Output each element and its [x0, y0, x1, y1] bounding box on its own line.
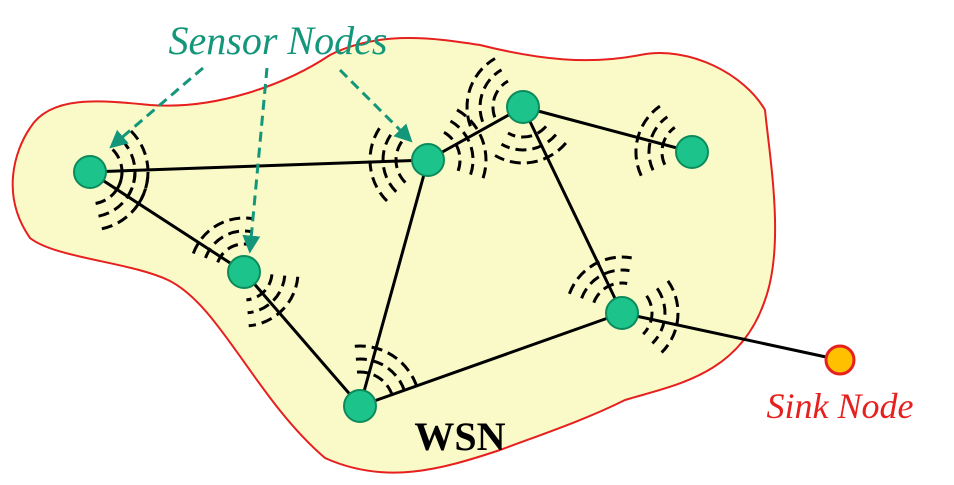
radio-wave-arc-10	[247, 275, 287, 315]
wsn-label: WSN	[414, 414, 505, 459]
link-n7-sink	[621, 311, 841, 362]
network-region	[11, 37, 777, 474]
radio-wave-arc-32	[660, 280, 680, 354]
radio-wave-arc-11	[248, 276, 300, 328]
radio-waves	[95, 57, 680, 398]
radio-wave-arc-7	[204, 229, 252, 259]
radio-wave-arc-22	[500, 133, 558, 152]
link-n4-n7	[521, 106, 624, 314]
link-n4-n5	[522, 105, 693, 154]
radio-wave-arc-19	[478, 68, 503, 123]
radio-wave-arc-13	[381, 133, 398, 193]
radio-wave-arc-29	[567, 255, 632, 295]
sensor-node-3	[227, 255, 261, 289]
network-links	[89, 105, 841, 408]
radio-wave-arc-18	[491, 79, 509, 118]
sensor-nodes-label: Sensor Nodes	[169, 18, 388, 63]
radio-wave-arc-34	[355, 357, 407, 395]
pointer-arrow-right	[338, 68, 413, 143]
radio-wave-arc-17	[456, 108, 488, 181]
radio-wave-arc-0	[111, 148, 124, 192]
radio-wave-arc-28	[580, 268, 630, 299]
link-n3-n6	[242, 271, 362, 407]
radio-wave-arc-14	[368, 125, 389, 203]
radio-wave-arc-8	[191, 216, 254, 255]
radio-wave-arc-15	[443, 131, 462, 172]
sensor-nodes	[73, 90, 709, 423]
radio-wave-arc-9	[246, 274, 274, 302]
radio-wave-arc-4	[97, 171, 137, 218]
link-n2-n4	[427, 105, 524, 162]
sensor-node-2	[411, 143, 445, 177]
radio-wave-arc-35	[354, 344, 420, 391]
sensor-node-6	[343, 389, 377, 423]
pointer-arrow-middle	[242, 67, 269, 254]
radio-wave-arc-25	[647, 115, 669, 171]
radio-wave-arc-30	[642, 294, 654, 336]
link-n6-n7	[359, 311, 623, 408]
link-n2-n6	[358, 159, 430, 407]
radio-wave-arc-16	[449, 119, 475, 176]
link-n1-n3	[89, 170, 245, 274]
radio-wave-arc-27	[592, 281, 628, 304]
radio-wave-arc-3	[95, 171, 124, 205]
radio-wave-arc-5	[99, 171, 150, 231]
sensor-node-1	[73, 155, 107, 189]
radio-wave-arc-12	[394, 140, 407, 184]
sensor-node-5	[675, 135, 709, 169]
sensor-node-4	[506, 90, 540, 124]
radio-wave-arc-21	[507, 125, 548, 139]
sink-node	[824, 344, 856, 376]
radio-wave-arc-20	[465, 57, 496, 127]
sensor-node-7	[605, 296, 639, 330]
radio-wave-arc-31	[651, 287, 667, 345]
sink-node-label: Sink Node	[767, 386, 914, 426]
radio-wave-arc-23	[494, 142, 568, 165]
radio-wave-arc-33	[356, 370, 395, 398]
pointer-arrow-left	[109, 66, 204, 149]
sensor-pointer-arrows	[109, 66, 413, 254]
